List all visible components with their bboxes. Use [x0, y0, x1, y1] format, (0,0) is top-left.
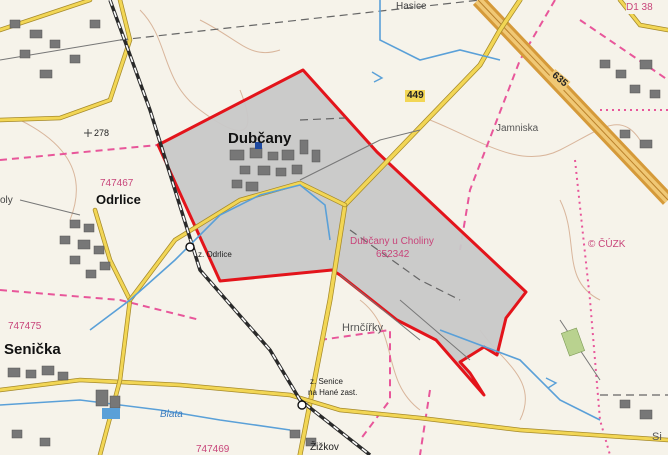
label-dubcany: Dubčany — [228, 130, 292, 147]
settlement-dubcany — [229, 139, 321, 192]
contour-line — [19, 119, 77, 221]
settlement-topright — [599, 59, 661, 149]
settlement-topleft — [9, 19, 101, 79]
boundary-line — [419, 389, 431, 455]
flow-arrow-icon — [545, 377, 558, 389]
road-number-box — [405, 90, 425, 102]
boundary-line — [0, 144, 159, 161]
label-stop-odrlice: z. Odrlice — [198, 250, 232, 259]
boundary-line — [579, 19, 668, 81]
contour-line — [359, 299, 421, 411]
label-code-odrlice: 747467 — [100, 178, 134, 189]
road-number-box — [547, 68, 571, 92]
railway-stop-icon[interactable] — [297, 400, 307, 410]
label-cadastral-code: 652342 — [376, 249, 410, 260]
label-code-bottom: 747469 — [196, 444, 230, 455]
label-stop-senice-2: na Hané zast. — [308, 388, 358, 397]
railway-stops — [185, 242, 307, 410]
railway — [108, 0, 372, 455]
flow-arrow-icon — [371, 71, 384, 83]
settlement-odrlice — [59, 219, 111, 279]
streams — [0, 0, 601, 431]
elevation-point-icon — [84, 129, 92, 137]
label-hasice: Hasice — [396, 1, 427, 12]
topright-box — [626, 2, 666, 14]
label-edge-left: oly — [0, 195, 13, 206]
highway — [472, 0, 668, 205]
stream-label-box — [102, 408, 120, 419]
settlements — [7, 19, 661, 447]
green-area — [560, 327, 586, 357]
label-code-senicka: 747475 — [8, 321, 42, 332]
label-stop-senice-1: z. Senice — [310, 377, 343, 386]
label-jamniska: Jamniska — [496, 123, 539, 134]
contour-line — [199, 19, 281, 54]
settlement-senicka — [7, 365, 121, 447]
label-edge-right-bottom: Si — [652, 431, 662, 443]
label-blata: Blata — [160, 409, 183, 420]
tracks — [119, 0, 668, 396]
church-icon — [255, 142, 262, 149]
label-cadastral-name: Dubčany u Choliny — [350, 236, 434, 247]
label-zizkov: Žižkov — [310, 442, 339, 453]
contour-line — [429, 119, 641, 158]
boundary-line — [0, 289, 201, 321]
road-number-449: 449 — [407, 90, 424, 101]
settlement-bottom — [289, 399, 653, 447]
label-cuzk: © ČÚZK — [588, 239, 626, 250]
label-edge-right-top: D1 38 — [626, 2, 653, 13]
minor-roads — [0, 39, 601, 381]
label-senicka: Senička — [4, 341, 61, 358]
railway-stop-icon[interactable] — [185, 242, 195, 252]
label-elevation: 278 — [94, 128, 110, 138]
label-odrlice: Odrlice — [96, 192, 141, 207]
label-hrncirky: Hrnčířky — [342, 322, 383, 334]
